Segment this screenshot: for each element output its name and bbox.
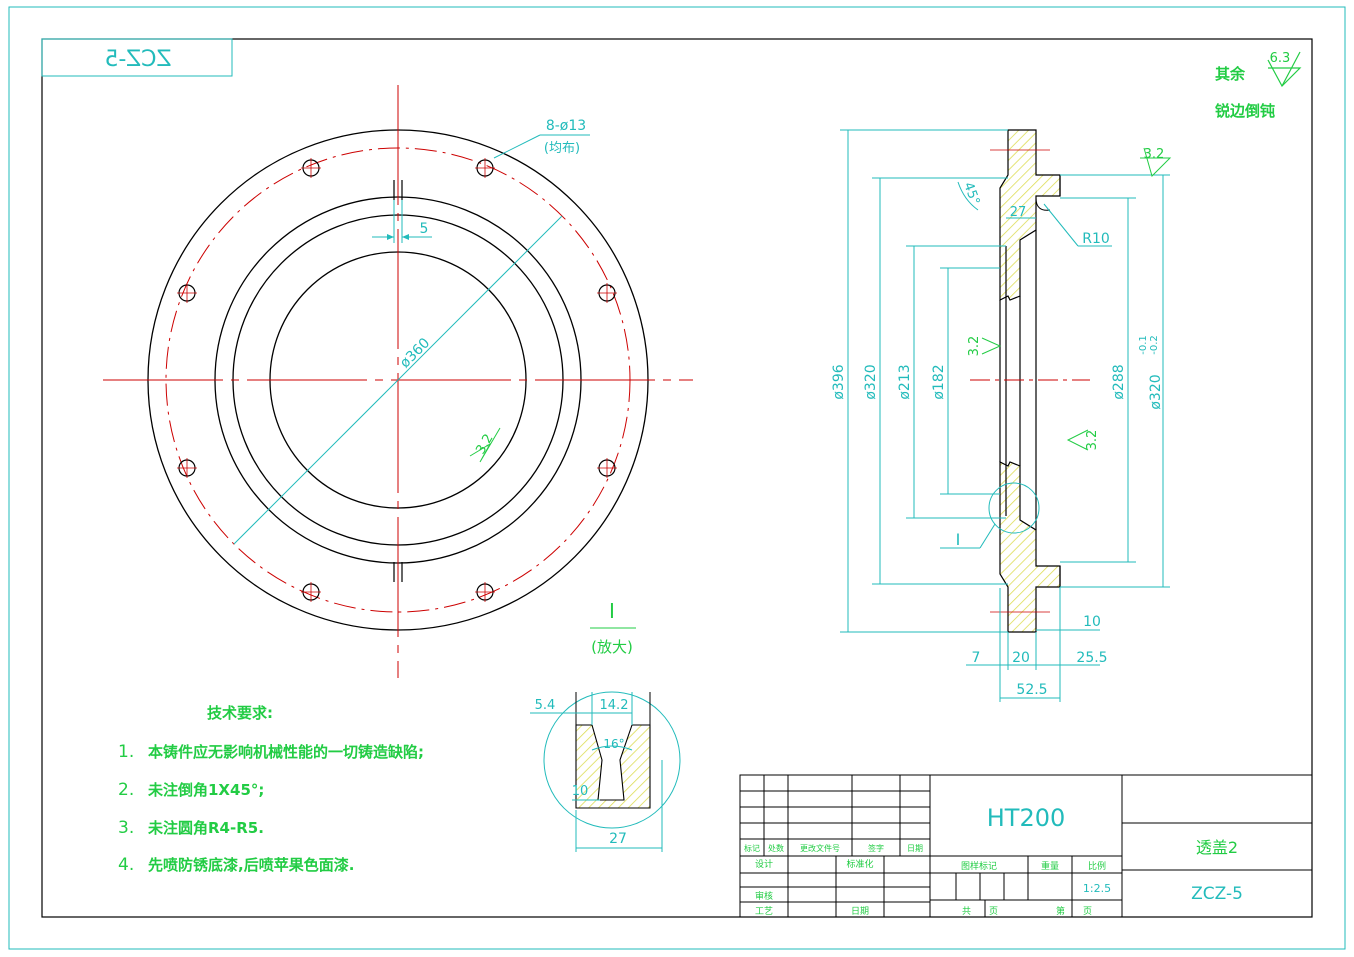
tb-process: 工艺 <box>755 906 773 917</box>
dim-52-5: 52.5 <box>1016 682 1047 698</box>
tb-material: HT200 <box>987 804 1066 832</box>
dim-r10: R10 <box>1082 231 1110 247</box>
dim-213: ø213 <box>897 364 913 399</box>
tech-requirements: 技术要求: 1. 本铸件应无影响机械性能的一切铸造缺陷; 2. 未注倒角1X45… <box>118 704 424 875</box>
keyway-dimension: 5 <box>420 221 429 237</box>
side-roughness-c: 3.2 <box>1085 430 1100 451</box>
detail-ref: I <box>956 530 961 549</box>
tech-item-3-text: 未注圆角R4-R5. <box>147 819 264 837</box>
tb-rev-date: 日期 <box>907 844 923 853</box>
hole-note: 8-ø13 <box>546 118 586 134</box>
inner-frame-border <box>41 38 1313 918</box>
side-view: ø396 ø320 ø213 ø182 ø288 ø320 -0.1 -0.2 … <box>831 129 1172 702</box>
outer-sheet-border <box>8 6 1346 950</box>
tech-item-3-num: 3. <box>118 818 134 838</box>
dim-20: 20 <box>1012 650 1030 666</box>
tb-rev-doc: 更改文件号 <box>800 843 840 853</box>
dim-320-tol: ø320 <box>1148 374 1164 409</box>
dim-396: ø396 <box>831 364 847 399</box>
tb-drawing-no: ZCZ-5 <box>1191 884 1243 904</box>
tb-rev-count: 处数 <box>768 843 784 853</box>
tb-part-name: 透盖2 <box>1196 838 1238 857</box>
detail-dim-27: 27 <box>609 831 627 847</box>
tb-scale: 1:2.5 <box>1083 882 1111 895</box>
pcd-dimension: ø360 <box>397 335 433 371</box>
front-view: 5 ø360 8-ø13 (均布) 3.2 <box>103 85 693 678</box>
tb-stage-label: 图样标记 <box>961 860 997 872</box>
tol-lower: -0.2 <box>1149 335 1160 355</box>
tech-heading: 技术要求: <box>207 704 273 722</box>
tech-item-4-text: 先喷防锈底漆,后喷苹果色面漆. <box>148 856 354 874</box>
tb-standard: 标准化 <box>846 858 873 870</box>
side-roughness-b: 3.2 <box>967 336 982 357</box>
title-block <box>739 774 1313 918</box>
dim-7: 7 <box>972 650 981 666</box>
tb-design: 设计 <box>755 858 773 870</box>
side-roughness-a: 3.2 <box>1144 147 1165 162</box>
tb-rev-mark: 标记 <box>744 843 760 853</box>
detail-dim-5-4: 5.4 <box>535 698 556 713</box>
dim-10: 10 <box>1083 614 1101 630</box>
detail-circle <box>988 482 1040 534</box>
detail-view: 5.4 14.2 16° 10 27 <box>530 691 681 852</box>
tech-item-4-num: 4. <box>118 855 134 875</box>
drawing-number-mirrored: ZCZ-5 <box>104 47 171 72</box>
tb-approve: 日期 <box>851 906 869 917</box>
tb-review: 审核 <box>755 890 773 902</box>
dim-27: 27 <box>1010 205 1027 220</box>
tb-sheets-total: 共 页 <box>962 906 998 917</box>
front-roughness: 3.2 <box>473 432 496 457</box>
tech-item-1-text: 本铸件应无影响机械性能的一切铸造缺陷; <box>148 743 424 761</box>
detail-note: (放大) <box>591 638 633 656</box>
roughness-label: 其余 <box>1215 65 1246 83</box>
tb-rev-sign: 签字 <box>868 843 884 853</box>
detail-label: I <box>609 599 615 623</box>
tech-item-2-text: 未注倒角1X45°; <box>147 781 264 799</box>
dim-25-5: 25.5 <box>1076 650 1107 666</box>
dim-320: ø320 <box>863 364 879 399</box>
roughness-value: 6.3 <box>1270 51 1291 66</box>
detail-dim-10: 10 <box>572 784 589 799</box>
tech-item-1-num: 1. <box>118 742 134 762</box>
detail-dim-16deg: 16° <box>603 737 624 751</box>
tb-scale-label: 比例 <box>1088 860 1106 872</box>
tech-item-2-num: 2. <box>118 780 134 800</box>
dim-182: ø182 <box>931 364 947 399</box>
dim-288: ø288 <box>1111 364 1127 399</box>
edge-note: 锐边倒钝 <box>1215 102 1275 120</box>
tol-upper: -0.1 <box>1138 335 1149 355</box>
tb-sheet-no: 第 页 <box>1056 905 1092 917</box>
detail-dim-14-2: 14.2 <box>600 698 629 713</box>
hole-note-2: (均布) <box>544 141 580 156</box>
tb-weight-label: 重量 <box>1041 860 1059 872</box>
drawing-number-box <box>41 38 233 77</box>
dim-angle-45: 45° <box>960 180 982 207</box>
